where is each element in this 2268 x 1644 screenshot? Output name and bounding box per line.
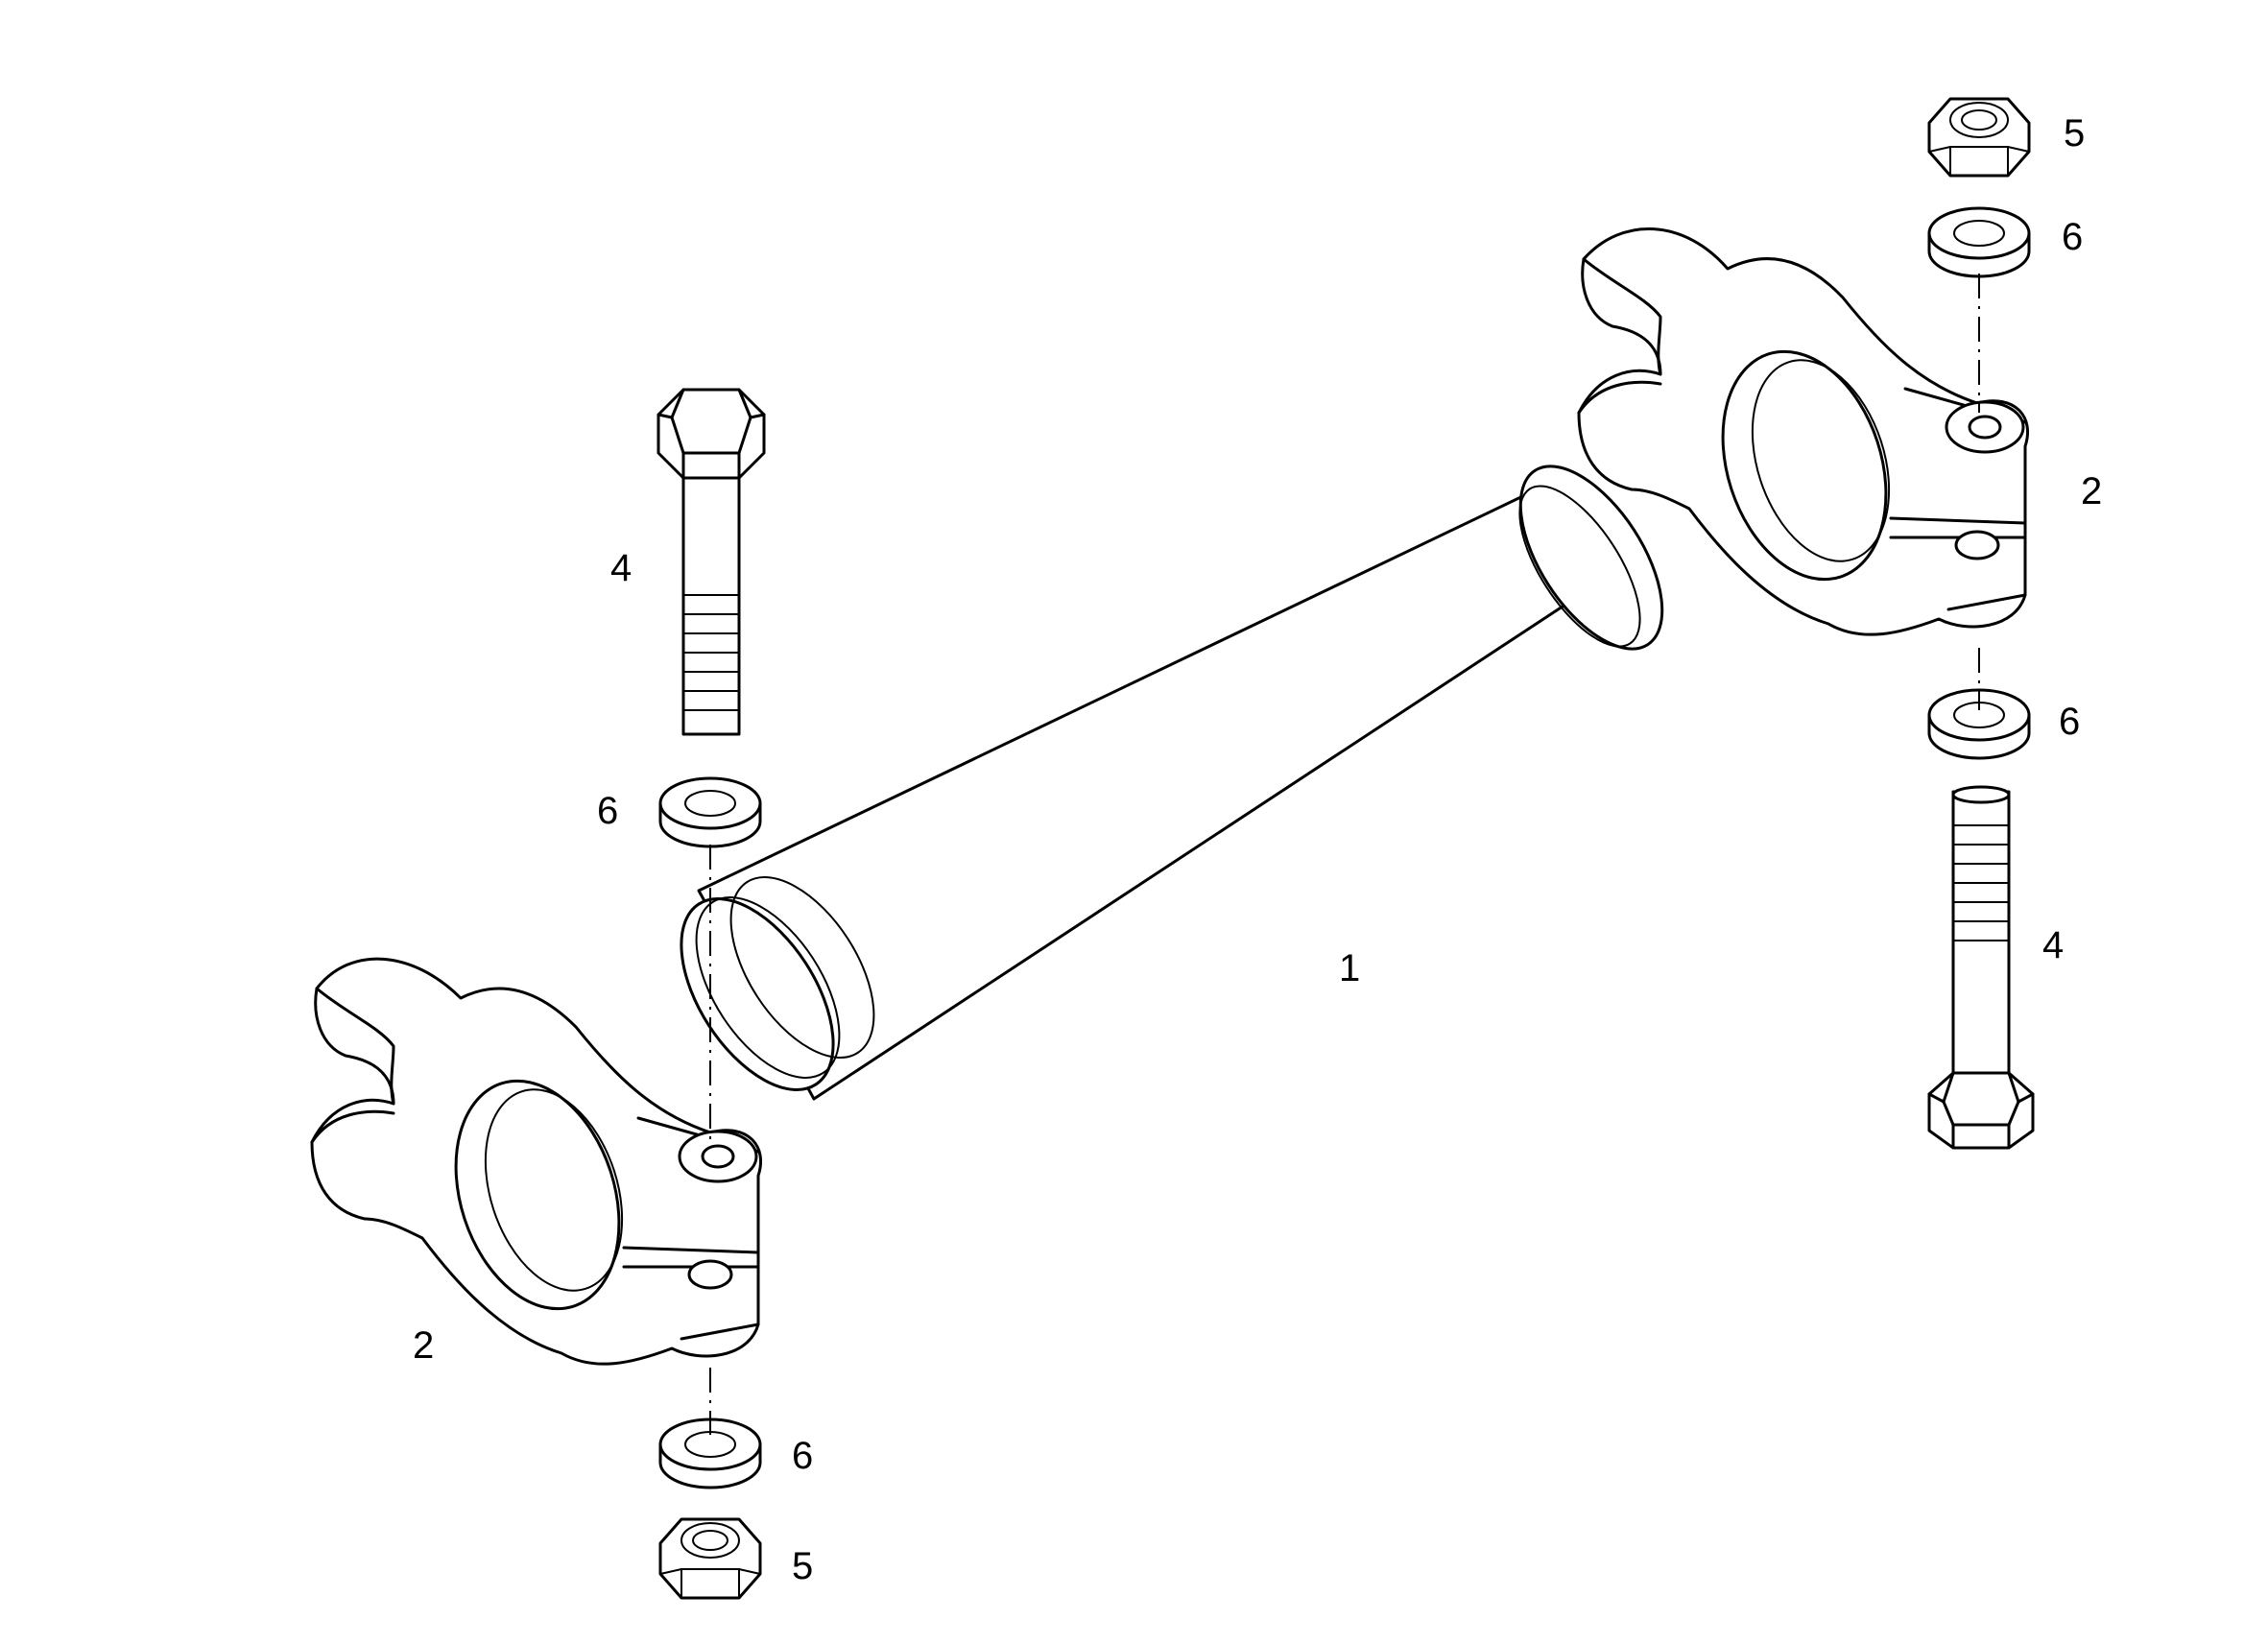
callout-nut-top-right: 5 <box>2064 112 2085 155</box>
washer-left-lower <box>658 1418 762 1489</box>
washer-left-upper <box>658 776 762 848</box>
callout-bolt-left: 4 <box>610 547 632 589</box>
washer-top-right <box>1927 206 2031 278</box>
clamp-left <box>310 957 763 1366</box>
callout-washer-left-lower: 6 <box>792 1435 813 1477</box>
callout-clamp-left: 2 <box>413 1324 434 1367</box>
pipe-part <box>680 465 1664 1101</box>
clamp-right <box>1577 227 2030 636</box>
washer-mid-right <box>1927 688 2031 760</box>
bolt-left <box>657 388 766 736</box>
center-lines <box>709 274 1980 1435</box>
callout-bolt-right: 4 <box>2042 924 2064 966</box>
nut-bottom-left <box>658 1517 762 1600</box>
callout-nut-bottom-left: 5 <box>792 1545 813 1587</box>
callout-washer-mid-right: 6 <box>2059 701 2080 743</box>
callout-clamp-right: 2 <box>2081 470 2102 512</box>
callout-washer-left-upper: 6 <box>597 790 618 832</box>
callout-pipe: 1 <box>1339 947 1360 989</box>
callout-washer-top-right: 6 <box>2062 216 2083 258</box>
nut-top-right <box>1927 97 2031 178</box>
bolt-right <box>1927 785 2035 1150</box>
